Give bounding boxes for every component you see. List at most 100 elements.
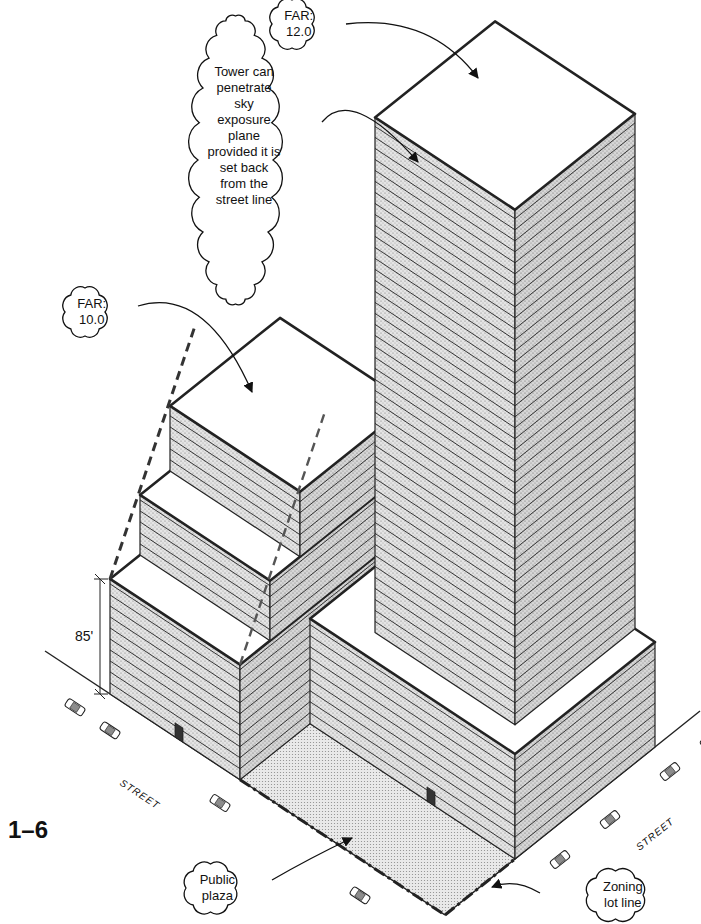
floor-line [515,255,635,351]
floor-line [515,277,635,373]
floor-line [515,486,635,582]
floor-line [515,266,635,362]
floor-line [375,577,515,669]
floor-line [375,280,515,372]
callout-text-block: FAR: 12.0 [278,8,320,40]
street-label: STREET [634,815,676,852]
floor-line [515,189,635,285]
dimension-tick [95,689,105,699]
car-body [599,810,620,830]
callout-text: FAR: 10.0 [71,296,113,328]
car-body [699,730,701,750]
building-face [515,114,635,725]
car-roof [665,766,676,776]
floor-line [515,332,635,428]
floor-line [375,621,515,713]
cloud-callout: FAR: 10.0 [57,280,113,344]
car-body [549,850,570,870]
car-roof [70,702,81,712]
floor-line [110,683,240,769]
floor-line [375,368,515,460]
callout-text: FAR: 12.0 [278,8,320,40]
floor-line [515,365,635,461]
floor-line [515,211,635,307]
car-icon [549,850,570,870]
zoning-lot-line [445,859,515,915]
floor-line [515,431,635,527]
sky-exposure-line [110,326,195,579]
cloud-callout: Tower can penetrate sky exposure plane p… [190,8,281,312]
floor-line [515,530,635,626]
floor-line [515,497,635,593]
callout-text-block: Zoning lot line [595,879,650,911]
cloud-callout: Zoning lot line [580,863,651,924]
door [175,723,183,742]
car-body [64,698,86,717]
floor-line [515,585,635,681]
floor-line [375,500,515,592]
roof [375,21,635,209]
floor-line [515,200,635,296]
floor-line [515,552,635,648]
callout-text-block: FAR: 10.0 [71,296,113,328]
cloud-shape [188,15,282,305]
floor-line [375,489,515,581]
car-icon [64,698,86,717]
dimension-label: 85' [75,628,93,644]
floor-line [515,299,635,395]
floor-line [515,343,635,439]
floor-line [375,192,515,284]
floor-line [375,258,515,350]
floor-line [375,302,515,394]
floor-line [515,563,635,659]
floor-line [515,354,635,450]
floor-line [375,412,515,504]
car-roof [105,725,116,735]
floor-line [515,607,635,703]
car-roof [605,814,616,824]
floor-line [375,203,515,295]
floor-line [375,555,515,647]
floor-line [515,541,635,637]
floor-line [375,434,515,526]
floor-line [375,467,515,559]
floor-line [515,310,635,406]
car-body [659,762,680,782]
floor-line [515,596,635,692]
floor-line [375,610,515,702]
floor-line [375,390,515,482]
street-label: STREET [118,777,162,811]
callout-text: Public plaza [192,872,242,904]
leader-arrow [346,23,478,78]
building-face [375,117,515,724]
car-icon [699,730,701,750]
floor-line [515,442,635,538]
floor-line [515,453,635,549]
zoning-lot-line [240,780,445,915]
car-roof [555,854,566,864]
floor-line [515,409,635,505]
floor-line [375,357,515,449]
callout-text-block: Public plaza [192,872,242,904]
floor-line [375,346,515,438]
floor-line [375,236,515,328]
floor-line [375,511,515,603]
floor-line [375,533,515,625]
car-icon [99,721,121,740]
callout-text: Tower can penetrate sky exposure plane p… [208,64,281,208]
car-roof [215,798,226,808]
floor-line [375,478,515,570]
illustration-group [45,21,701,915]
floor-line [515,420,635,516]
dimension-tick [95,574,105,584]
floor-line [515,519,635,615]
floor-line [515,725,655,837]
car-icon [349,886,371,905]
callout-text-block: Tower can penetrate sky exposure plane p… [208,64,281,208]
floor-line [375,313,515,405]
floor-line [515,398,635,494]
floor-line [515,464,635,560]
floor-line [515,508,635,604]
cloud-callout: Public plaza [178,856,243,920]
